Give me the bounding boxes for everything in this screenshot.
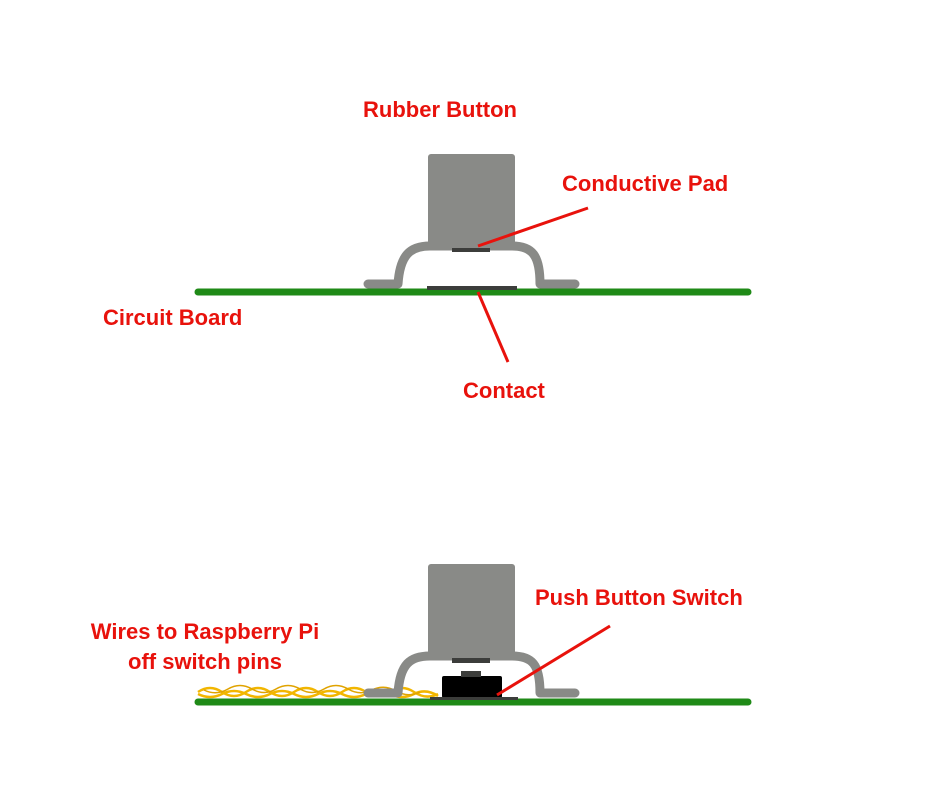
conductive-pad-pointer	[477, 206, 589, 248]
wires-label-line2: off switch pins	[128, 649, 282, 674]
board-contact	[427, 286, 517, 290]
rubber-button-body	[428, 154, 515, 246]
modified-button-assembly	[194, 564, 752, 706]
wires-label: Wires to Raspberry Pi off switch pins	[70, 617, 340, 677]
original-button-assembly	[194, 154, 752, 363]
conductive-pad-label: Conductive Pad	[562, 171, 729, 196]
switch-base	[430, 697, 518, 700]
push-button-switch-label: Push Button Switch	[535, 585, 743, 610]
wire-c	[203, 684, 421, 696]
rubber-button-label: Rubber Button	[363, 97, 517, 122]
conductive-pad	[452, 248, 490, 252]
contact-pointer	[476, 291, 510, 363]
wires-label-line1: Wires to Raspberry Pi	[90, 619, 320, 644]
push-button-plunger	[461, 671, 481, 677]
contact-label: Contact	[463, 378, 545, 403]
push-button-switch-pointer	[496, 624, 611, 697]
circuit-board-label: Circuit Board	[103, 305, 243, 330]
rubber-button-body-2	[428, 564, 515, 656]
conductive-pad-2	[452, 658, 490, 663]
push-button-switch	[442, 676, 502, 698]
